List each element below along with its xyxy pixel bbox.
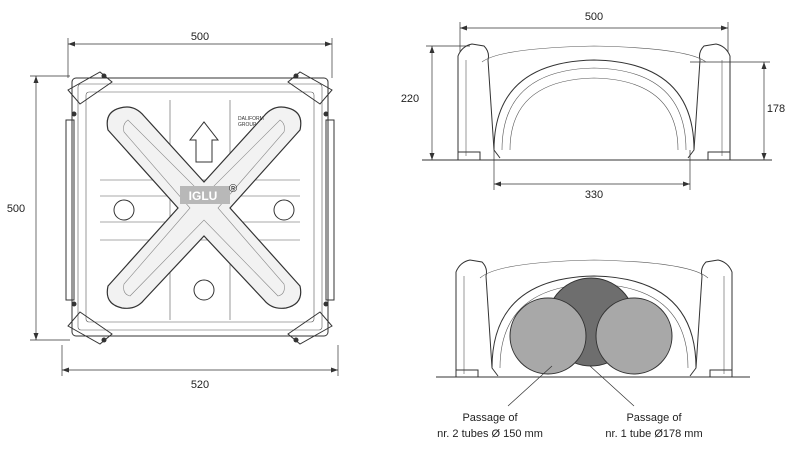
side-dim-left-label: 220	[401, 93, 419, 105]
dim-label-bottom: 520	[191, 379, 209, 391]
small-tube-left	[509, 297, 587, 375]
caption-right-line2: nr. 1 tube Ø178 mm	[605, 428, 702, 440]
maker-logo-line1: DALIFORM	[238, 116, 264, 122]
small-tube-right	[595, 297, 673, 375]
side-dim-left: 220	[401, 45, 470, 160]
brand-logo-text: IGLU	[189, 189, 218, 203]
side-view: 500 220 178 330	[401, 11, 785, 201]
dim-label-top: 500	[191, 31, 209, 43]
side-dim-top-label: 500	[585, 11, 603, 23]
caption-right-line1: Passage of	[626, 412, 682, 424]
dim-label-left: 500	[7, 203, 25, 215]
dim-top-500: 500	[67, 31, 333, 78]
side-dim-bottom-label: 330	[585, 189, 603, 201]
caption-left-line1: Passage of	[462, 412, 518, 424]
top-view: 500 500 520	[7, 31, 339, 391]
x-cross-logo: IGLU ® DALIFORM GROUP	[106, 106, 302, 309]
caption-left-line2: nr. 2 tubes Ø 150 mm	[437, 428, 543, 440]
maker-logo-line2: GROUP	[238, 122, 257, 128]
side-dim-right-label: 178	[767, 103, 785, 115]
dim-bottom-520: 520	[61, 345, 339, 391]
tube-dome-profile	[455, 259, 733, 378]
side-dim-right: 178	[690, 61, 785, 160]
side-dim-top: 500	[459, 11, 729, 52]
side-dim-bottom: 330	[493, 150, 691, 201]
brand-trademark: ®	[229, 183, 237, 195]
dim-left-500: 500	[7, 75, 70, 341]
side-dome-profile	[457, 43, 731, 161]
formwork-body	[65, 71, 335, 345]
tube-view: Passage of nr. 2 tubes Ø 150 mm Passage …	[436, 259, 750, 440]
